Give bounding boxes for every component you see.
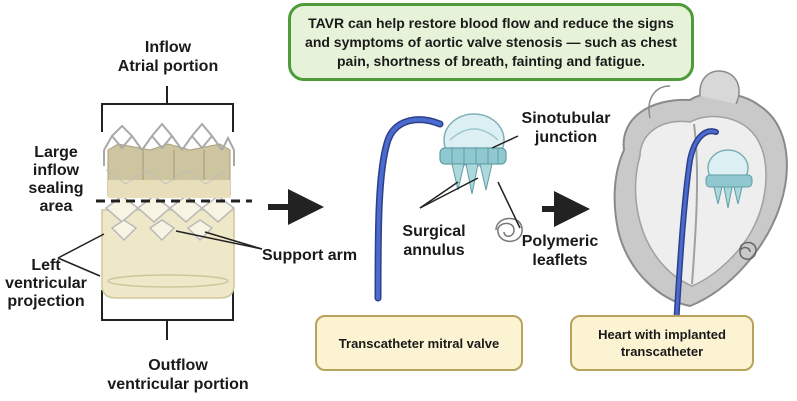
surgical-annulus-label: Surgical annulus (402, 223, 466, 259)
outflow-ventricular-label: Outflow ventricular portion (94, 356, 262, 394)
inflow-atrial-label: Inflow Atrial portion (112, 38, 224, 76)
left-valve-illustration (57, 86, 263, 340)
polymeric-leaflets-label: Polymeric leaflets (521, 233, 599, 269)
transcatheter-mitral-valve-caption: Transcatheter mitral valve (315, 315, 523, 371)
heart-implanted-caption: Heart with implanted transcatheter (570, 315, 754, 371)
outflow-label: Outflow (148, 357, 208, 374)
tavr-info-text: TAVR can help restore blood flow and red… (305, 14, 677, 69)
inflow-label: Inflow (144, 39, 192, 56)
support-arm-label: Support arm (262, 247, 358, 264)
tavr-info-box: TAVR can help restore blood flow and red… (288, 3, 694, 81)
ventricular-portion-label: ventricular portion (107, 376, 249, 393)
large-inflow-sealing-label: Large inflow sealing area (28, 144, 84, 215)
atrial-portion-label: Atrial portion (117, 58, 219, 75)
heart-illustration (613, 70, 788, 329)
sinotubular-junction-label: Sinotubular junction (521, 110, 611, 146)
left-ventricular-projection-label: Left ventricular projection (5, 257, 87, 310)
transcatheter-mitral-valve-illustration (374, 113, 523, 302)
